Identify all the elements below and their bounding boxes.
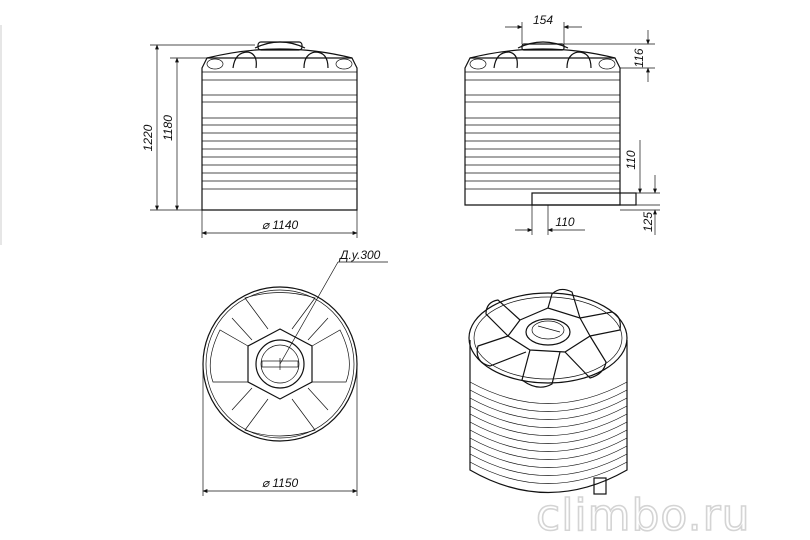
dim-diameter-front: ⌀ 1140 [262,218,299,232]
dim-height-body: 1180 [161,115,175,141]
iso-outlet [593,477,607,495]
isometric-view [468,288,628,495]
dim-outlet-width: 110 [555,215,574,229]
dim-lid-width: 154 [533,13,553,27]
dim-outlet-height: 110 [624,150,638,169]
dim-lid-height: 116 [632,48,646,67]
top-view: Д.у.300 ⌀ 1150 [202,248,388,496]
dim-nominal-diameter: Д.у.300 [338,248,381,262]
iso-pads [476,288,621,388]
left-edge-bar [0,25,2,245]
iso-ribs [469,381,628,484]
side-ribs [465,71,620,190]
outlet-pipe [531,192,637,206]
side-view: 110 154 116 110 125 [464,13,660,235]
dim-height-total: 1220 [141,124,155,151]
top-pads [209,292,350,437]
watermark: climbo.ru [536,490,751,540]
front-ribs [202,71,357,190]
front-view: 1220 1180 ⌀ 1140 [141,41,358,238]
dim-outlet-offset: 125 [641,212,655,232]
dim-diameter-top: ⌀ 1150 [262,476,299,490]
